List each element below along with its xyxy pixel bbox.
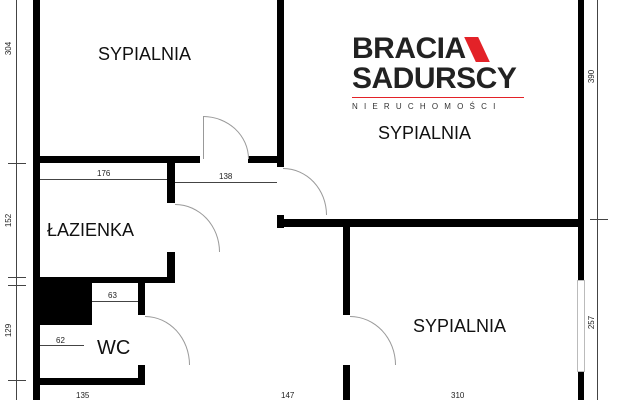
door[interactable] (203, 116, 249, 159)
room-label-bedroom: SYPIALNIA (98, 44, 192, 64)
dimension-line (8, 163, 26, 164)
room-label-wc: WC (97, 337, 131, 359)
logo-line1: BRACIA (352, 32, 466, 65)
door[interactable] (145, 316, 190, 365)
logo-line2: SADURSCY (352, 62, 517, 95)
room-label-bedroom: SYPIALNIA (413, 316, 507, 336)
wall (343, 365, 350, 400)
dimension-line (40, 179, 167, 180)
wall (578, 370, 584, 400)
door[interactable] (175, 204, 220, 252)
dimension-label: 390 (587, 69, 597, 84)
dimension-label: 62 (56, 336, 65, 345)
wall (277, 219, 584, 227)
company-logo: BRACIA SADURSCY NIERUCHOMOŚCI (352, 34, 532, 111)
dimension-label: 129 (4, 323, 14, 338)
dimension-label: 310 (451, 391, 465, 400)
dimension-line (597, 0, 598, 400)
dimension-label: 257 (587, 315, 597, 330)
dimension-label: 135 (76, 391, 90, 400)
wall (138, 283, 145, 315)
room-label-bedroom: SYPIALNIA (378, 123, 472, 143)
wall (33, 0, 40, 400)
wall (248, 156, 283, 163)
logo-divider (352, 97, 524, 98)
logo-tagline: NIERUCHOMOŚCI (352, 102, 502, 111)
wall (167, 163, 175, 203)
dimension-label: 138 (219, 172, 233, 181)
dimension-line (8, 380, 26, 381)
dimension-label: 304 (4, 41, 14, 56)
wall (33, 378, 145, 385)
dimension-line (16, 0, 17, 400)
dimension-label: 147 (281, 391, 295, 400)
wall (343, 227, 350, 315)
dimension-line (8, 277, 26, 278)
dimension-label: 63 (108, 291, 117, 300)
wall (578, 0, 584, 280)
wall (138, 365, 145, 385)
dimension-line (175, 182, 277, 183)
door[interactable] (283, 168, 327, 215)
wall (167, 252, 175, 283)
wall (33, 277, 175, 283)
dimension-line (92, 301, 138, 302)
dimension-line (40, 345, 84, 346)
dimension-label: 152 (4, 213, 14, 228)
window (577, 280, 585, 372)
door[interactable] (350, 316, 396, 365)
wall (33, 156, 200, 163)
dimension-line (590, 219, 608, 220)
room-label-bathroom: ŁAZIENKA (47, 220, 135, 240)
shaft (33, 283, 92, 325)
dimension-label: 176 (97, 169, 111, 178)
wall (277, 0, 284, 167)
dimension-line (8, 285, 26, 286)
